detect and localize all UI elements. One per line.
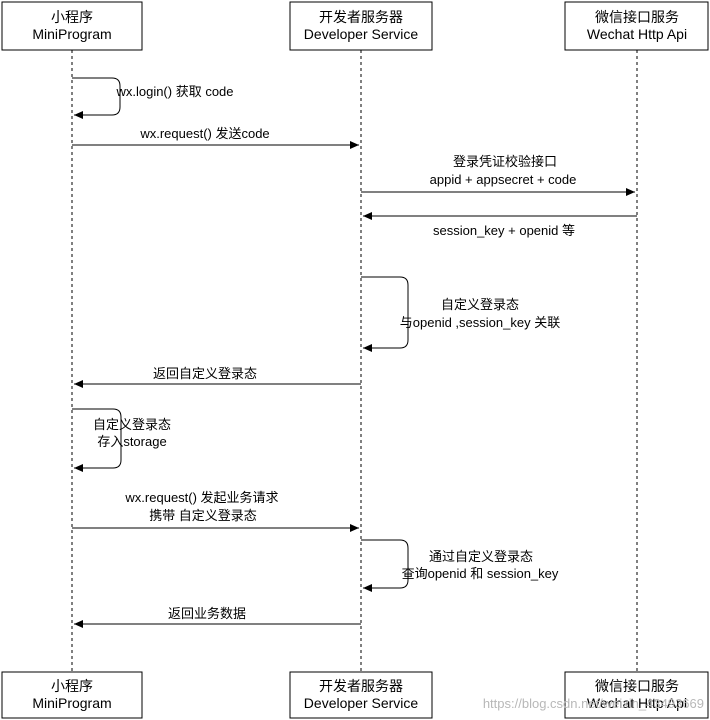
message-label: 返回自定义登录态 bbox=[153, 366, 257, 381]
participant-name-en: Wechat Http Api bbox=[587, 26, 687, 42]
message-label: 自定义登录态 bbox=[93, 417, 171, 432]
message-login-verify: 登录凭证校验接口 appid + appsecret + code bbox=[361, 154, 635, 196]
participant-name-en: Wechat Http Api bbox=[587, 695, 687, 711]
participant-miniprogram-bottom: 小程序 MiniProgram bbox=[1, 671, 143, 719]
message-return-login-state: 返回自定义登录态 bbox=[74, 366, 361, 388]
message-label: session_key + openid 等 bbox=[433, 223, 575, 238]
participant-name-en: Developer Service bbox=[304, 26, 419, 42]
participant-developer-service-top: 开发者服务器 Developer Service bbox=[289, 1, 433, 51]
participant-name-cn: 微信接口服务 bbox=[595, 678, 679, 694]
message-custom-login-state: 自定义登录态 与openid ,session_key 关联 bbox=[361, 276, 560, 352]
participant-wechat-api-top: 微信接口服务 Wechat Http Api bbox=[564, 1, 709, 51]
message-label: wx.request() 发起业务请求 bbox=[124, 490, 278, 505]
message-label: 登录凭证校验接口 bbox=[453, 154, 557, 169]
message-send-code: wx.request() 发送code bbox=[72, 126, 359, 149]
participant-developer-service-bottom: 开发者服务器 Developer Service bbox=[289, 671, 433, 719]
watermark-text: https://blog.csdn.net/weixin_43493669 bbox=[483, 696, 704, 711]
message-label: 通过自定义登录态 bbox=[429, 549, 533, 564]
message-label: 携带 自定义登录态 bbox=[149, 508, 257, 523]
participant-name-cn: 小程序 bbox=[51, 9, 93, 25]
participant-name-en: MiniProgram bbox=[32, 695, 111, 711]
message-label: 存入storage bbox=[97, 434, 166, 449]
message-wx-login: wx.login() 获取 code bbox=[72, 77, 234, 119]
participant-wechat-api-bottom: 微信接口服务 Wechat Http Api bbox=[564, 671, 709, 719]
message-label: 返回业务数据 bbox=[168, 606, 246, 621]
participant-miniprogram-top: 小程序 MiniProgram bbox=[1, 1, 143, 51]
message-label: 查询openid 和 session_key bbox=[402, 566, 559, 581]
participant-name-cn: 开发者服务器 bbox=[319, 9, 403, 25]
message-label: appid + appsecret + code bbox=[430, 172, 577, 187]
message-label: wx.login() 获取 code bbox=[115, 84, 233, 99]
participant-name-cn: 开发者服务器 bbox=[319, 678, 403, 694]
participant-name-en: Developer Service bbox=[304, 695, 419, 711]
participant-name-cn: 小程序 bbox=[51, 678, 93, 694]
message-label: 自定义登录态 bbox=[441, 297, 519, 312]
participant-name-cn: 微信接口服务 bbox=[595, 9, 679, 25]
message-query-openid: 通过自定义登录态 查询openid 和 session_key bbox=[361, 539, 559, 592]
message-label: 与openid ,session_key 关联 bbox=[400, 315, 560, 330]
message-return-business-data: 返回业务数据 bbox=[74, 606, 361, 628]
message-session-key-response: session_key + openid 等 bbox=[363, 212, 637, 238]
participant-name-en: MiniProgram bbox=[32, 26, 111, 42]
message-label: wx.request() 发送code bbox=[139, 126, 269, 141]
message-business-request: wx.request() 发起业务请求 携带 自定义登录态 bbox=[72, 490, 359, 532]
message-store-storage: 自定义登录态 存入storage bbox=[72, 408, 171, 472]
